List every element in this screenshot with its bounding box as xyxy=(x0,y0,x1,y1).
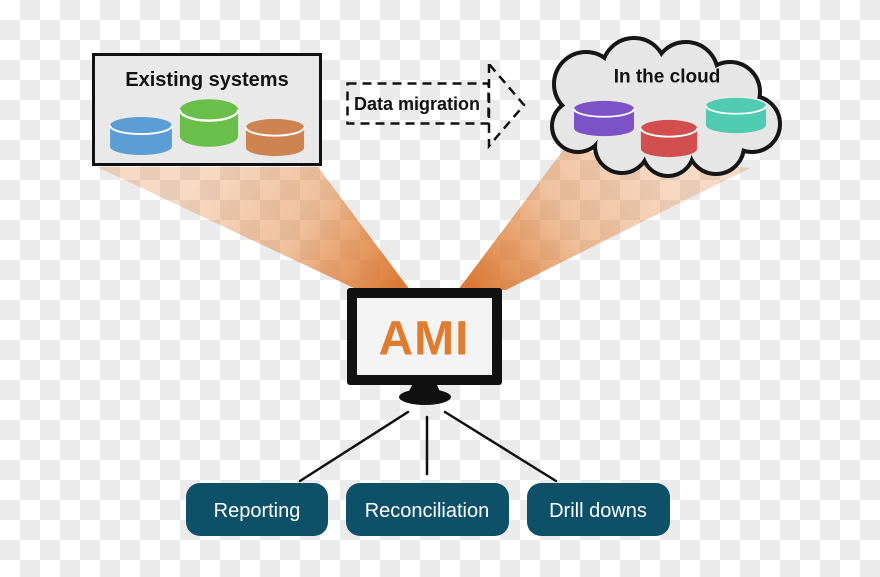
reporting-label: Reporting xyxy=(214,500,301,522)
connector-reporting xyxy=(298,410,410,483)
arrow-head xyxy=(487,60,526,150)
cloud-shape: In the cloud xyxy=(550,36,782,178)
orange-database-icon xyxy=(244,118,306,157)
green-database-icon xyxy=(178,98,240,148)
monitor-screen xyxy=(357,298,492,375)
beam-cloud-to-ami xyxy=(458,149,750,290)
existing-systems-title: Existing systems xyxy=(125,69,288,91)
connector-drill-downs xyxy=(443,410,558,483)
output-box-reporting: Reporting xyxy=(186,483,328,536)
monitor-base xyxy=(399,389,451,405)
data-migration-arrow: Data migration xyxy=(346,60,526,150)
reconciliation-box xyxy=(346,483,509,536)
reporting-box xyxy=(186,483,328,536)
beam-existing-to-ami xyxy=(97,167,410,290)
output-box-reconciliation: Reconciliation xyxy=(346,483,509,536)
drill-downs-label: Drill downs xyxy=(549,500,647,522)
existing-systems-box: Existing systems xyxy=(92,53,322,166)
ami-monitor: AMI xyxy=(347,288,502,405)
reconciliation-label: Reconciliation xyxy=(365,500,490,522)
output-connectors xyxy=(298,410,558,483)
purple-database-icon xyxy=(573,100,635,137)
teal-database-icon xyxy=(705,97,767,134)
red-database-icon xyxy=(639,119,699,158)
data-migration-label: Data migration xyxy=(354,94,480,114)
in-the-cloud-title: In the cloud xyxy=(614,67,721,88)
ami-label: AMI xyxy=(379,313,470,366)
drill-downs-box xyxy=(527,483,670,536)
blue-database-icon xyxy=(109,116,173,156)
output-box-drill-downs: Drill downs xyxy=(527,483,670,536)
